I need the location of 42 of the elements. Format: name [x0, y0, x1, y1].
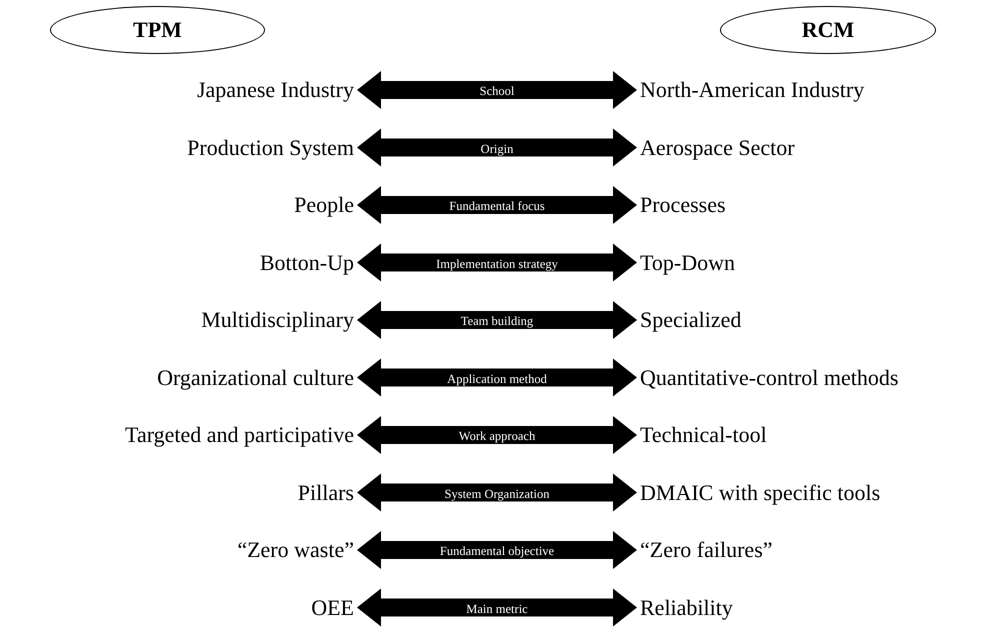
- attribute-text: Multidisciplinary: [199, 306, 356, 334]
- attribute-text: Japanese Industry: [194, 76, 356, 104]
- edge-label: Fundamental objective: [440, 544, 554, 558]
- attribute-text: OEE: [309, 594, 356, 622]
- edge-label: Origin: [480, 142, 514, 156]
- edge-label: Application method: [447, 372, 547, 386]
- edge-label: School: [480, 84, 514, 98]
- double-arrow: [357, 301, 637, 339]
- attribute-text: North-American Industry: [638, 76, 866, 104]
- attribute-text: “Zero waste”: [235, 536, 356, 564]
- attribute-text: Aerospace Sector: [638, 134, 797, 162]
- double-arrow: [357, 531, 637, 569]
- attribute-text: Reliability: [638, 594, 735, 622]
- double-arrow: [357, 588, 637, 626]
- edge-label: System Organization: [444, 486, 550, 500]
- attribute-text: Targeted and participative: [123, 421, 356, 449]
- attribute-text: Specialized: [638, 306, 744, 334]
- edge-label: Fundamental focus: [449, 199, 545, 213]
- method-ellipse: TPM: [50, 6, 265, 54]
- double-arrow: [357, 128, 637, 166]
- attribute-text: DMAIC with specific tools: [638, 478, 882, 506]
- attribute-text: Pillars: [296, 478, 356, 506]
- double-arrow: [357, 474, 637, 512]
- double-arrow: [357, 71, 637, 109]
- attribute-text: Top-Down: [638, 248, 738, 276]
- attribute-text: Organizational culture: [155, 364, 356, 392]
- attribute-text: People: [292, 191, 356, 219]
- attribute-text: Botton-Up: [258, 248, 356, 276]
- double-arrow: [357, 358, 637, 396]
- attribute-text: Processes: [638, 191, 728, 219]
- double-arrow: [357, 244, 637, 282]
- edge-label: Work approach: [458, 429, 536, 443]
- edge-label: Main metric: [466, 602, 528, 616]
- edge-label: Team building: [460, 314, 534, 328]
- edge-label: Implementation strategy: [436, 256, 558, 270]
- method-ellipse: RCM: [720, 6, 936, 54]
- double-arrow: [357, 416, 637, 454]
- attribute-text: “Zero failures”: [638, 536, 775, 564]
- attribute-text: Production System: [185, 134, 356, 162]
- double-arrow: [357, 186, 637, 224]
- attribute-text: Technical-tool: [638, 421, 769, 449]
- attribute-text: Quantitative-control methods: [638, 364, 900, 392]
